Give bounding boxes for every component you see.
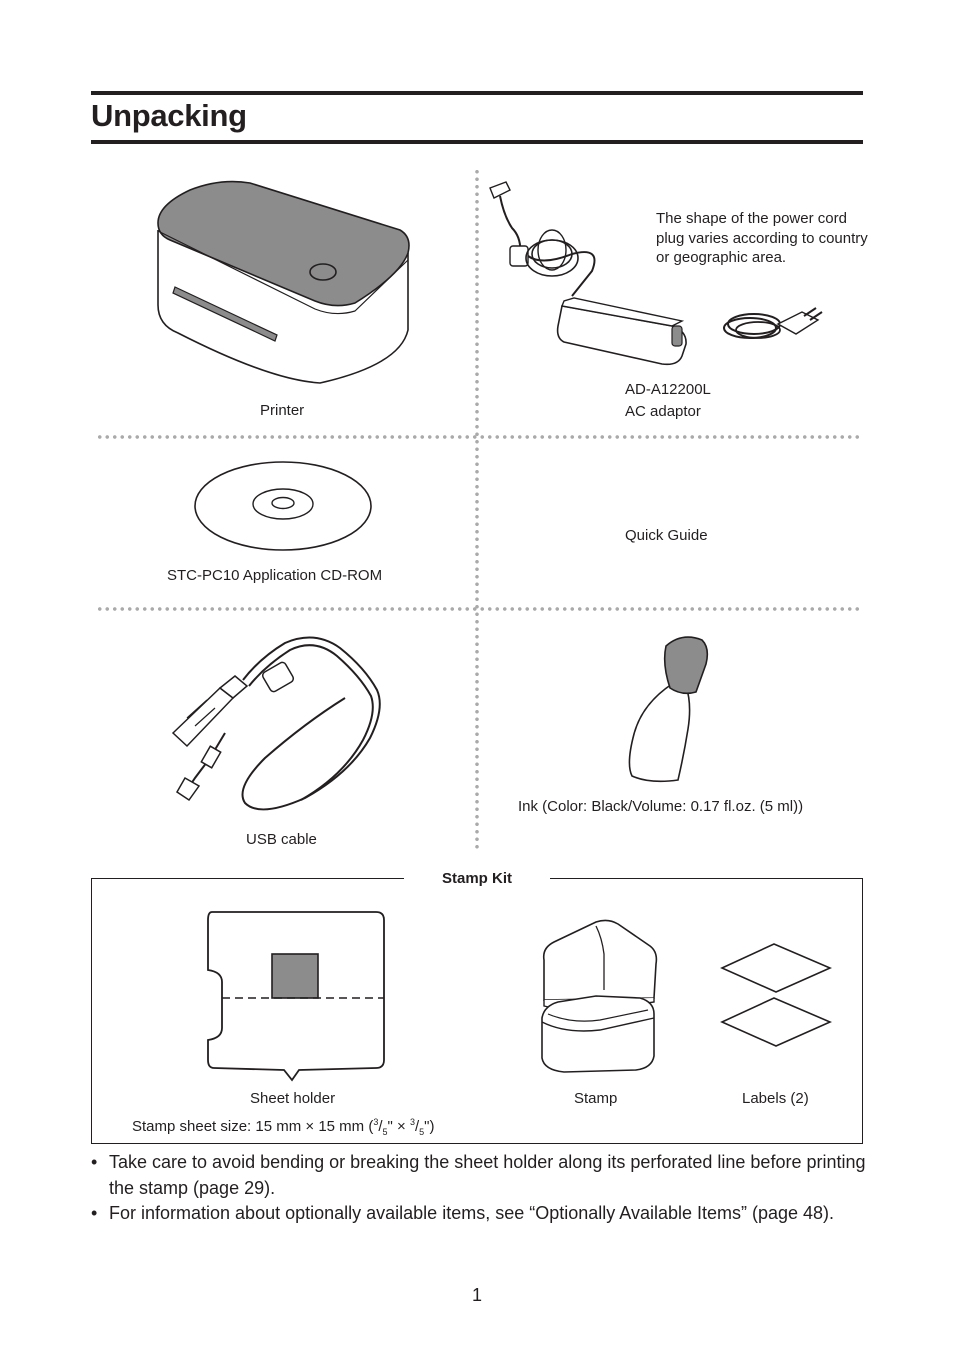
sheet-holder-caption: Sheet holder xyxy=(250,1090,336,1107)
printer-illustration xyxy=(157,180,410,384)
printer-caption: Printer xyxy=(260,402,305,419)
labels-illustration xyxy=(720,943,832,1047)
power-cord-note: The shape of the power cord plug varies … xyxy=(656,210,868,266)
ac-adaptor-model: AD-A12200L xyxy=(625,381,711,398)
page-title: Unpacking xyxy=(91,98,247,133)
sheet-holder-illustration xyxy=(207,911,385,1082)
stamp-illustration xyxy=(541,919,658,1073)
page-number: 1 xyxy=(471,1285,482,1305)
title-top-rule xyxy=(91,91,863,95)
stamp-caption: Stamp xyxy=(574,1090,618,1107)
horizontal-divider-1 xyxy=(96,435,863,439)
notes-list: Take care to avoid bending or breaking t… xyxy=(91,1150,866,1227)
ink-caption: Ink (Color: Black/Volume: 0.17 fl.oz. (5… xyxy=(518,798,804,815)
stamp-kit-heading: Stamp Kit xyxy=(404,866,550,892)
power-cord-illustration xyxy=(723,307,823,339)
stamp-sheet-size: Stamp sheet size: 15 mm × 15 mm (3/5" × … xyxy=(132,1117,435,1137)
note-item: Take care to avoid bending or breaking t… xyxy=(91,1150,866,1201)
horizontal-divider-2 xyxy=(96,607,863,611)
vertical-divider xyxy=(475,168,479,852)
cd-rom-illustration xyxy=(194,461,372,551)
quick-guide-caption: Quick Guide xyxy=(625,527,708,544)
cd-rom-caption: STC-PC10 Application CD-ROM xyxy=(167,567,383,584)
ac-adaptor-caption: AC adaptor xyxy=(625,403,701,420)
note-item: For information about optionally availab… xyxy=(91,1201,866,1227)
usb-cable-illustration xyxy=(171,636,381,811)
labels-caption: Labels (2) xyxy=(742,1090,809,1107)
ac-adaptor-illustration xyxy=(489,181,687,366)
usb-cable-caption: USB cable xyxy=(246,831,317,848)
ink-bottle-illustration xyxy=(628,636,709,783)
title-bottom-rule xyxy=(91,140,863,144)
